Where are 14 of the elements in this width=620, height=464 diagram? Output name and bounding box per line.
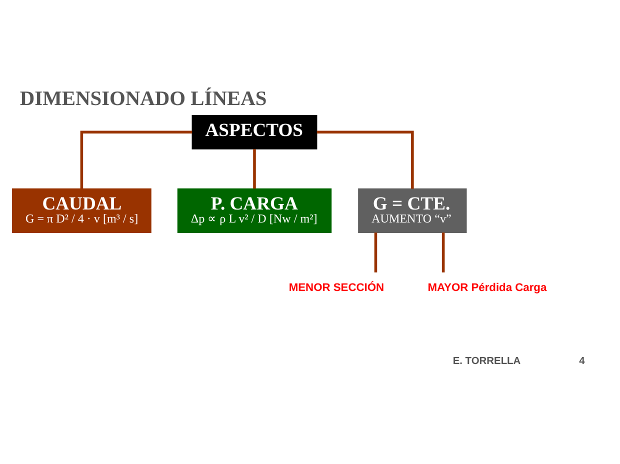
connector (442, 232, 445, 272)
node-text: MAYOR Pérdida Carga (428, 282, 547, 294)
connector (253, 148, 256, 188)
node-box: CAUDAL G = π D² / 4 · v [m³ / s] (12, 188, 152, 232)
node-text: MENOR SECCIÓN (288, 282, 384, 294)
label: E. TORRELLA (452, 356, 521, 367)
node-box: P. CARGA Δp ∝ ρ L v² / D [Nw / m²] (177, 188, 332, 232)
connector (316, 130, 414, 188)
label: 4 (579, 356, 585, 367)
connector (374, 232, 378, 272)
diagram-title: DIMENSIONADO LÍNEAS (20, 87, 267, 110)
connector (80, 130, 192, 188)
node-box: G = CTE. AUMENTO “v” (358, 188, 467, 232)
node-box: ASPECTOS (192, 114, 318, 149)
